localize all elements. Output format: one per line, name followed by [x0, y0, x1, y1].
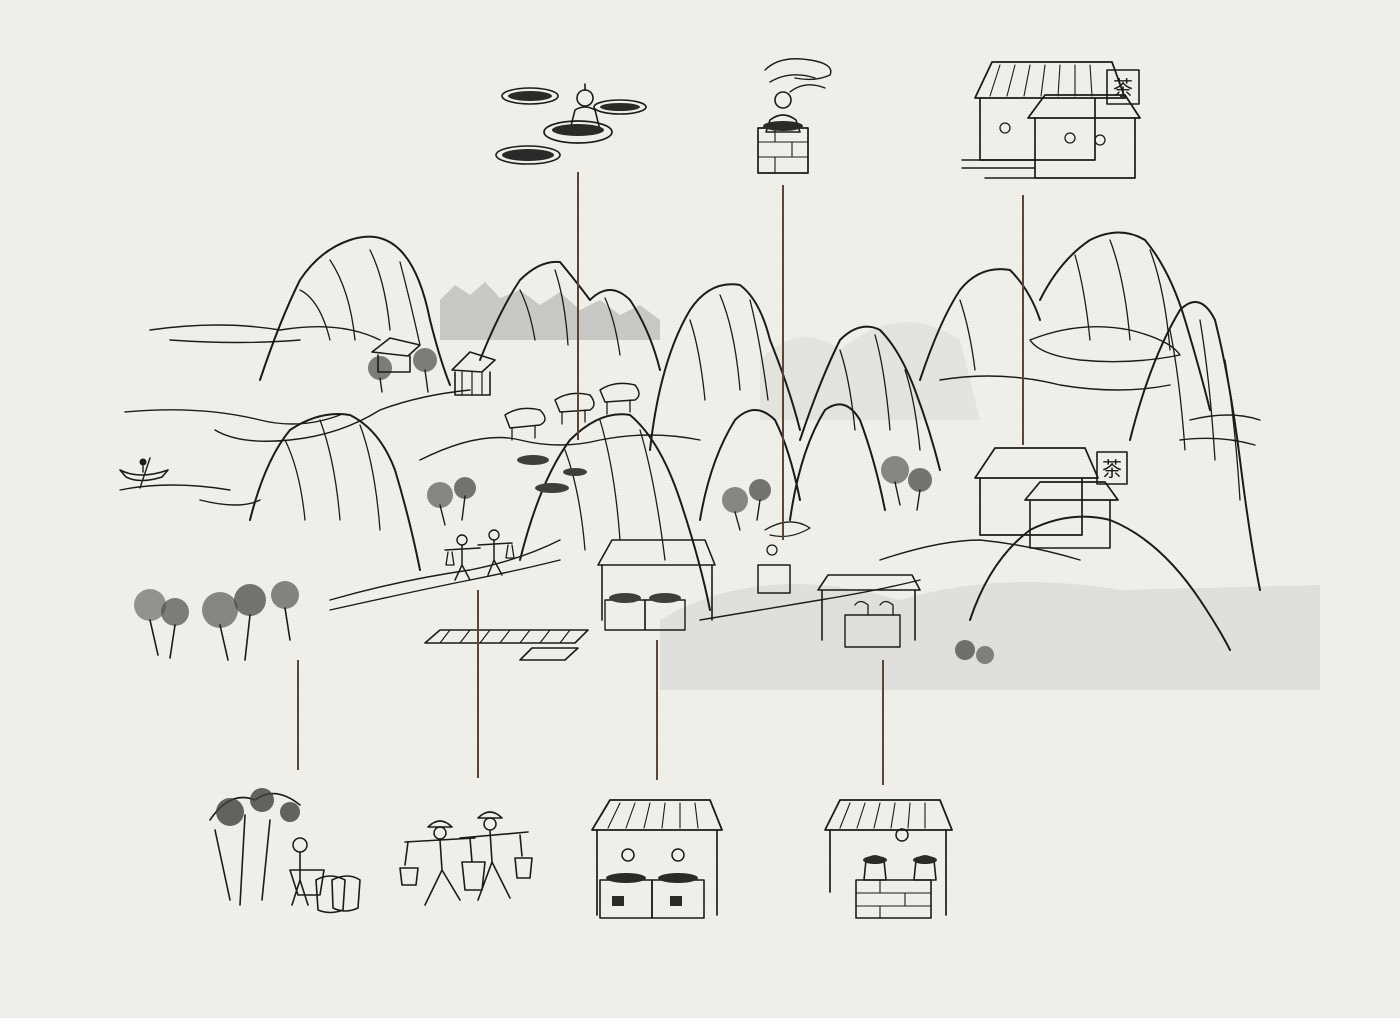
mountain [519, 413, 711, 611]
drying-trays-scene [517, 455, 587, 493]
clouds [149, 324, 1261, 446]
mountains [249, 231, 1261, 651]
tea-tree-icon [202, 581, 299, 661]
spreading-leaves-on-trays-icon [495, 83, 647, 165]
tea-house-scene: 茶 [974, 447, 1128, 549]
mountain [1039, 231, 1211, 411]
distant-ridge [440, 282, 660, 340]
tea-tree-icon [955, 640, 994, 664]
river [119, 389, 561, 601]
mountain [249, 413, 421, 571]
mountain [789, 403, 886, 521]
mountain [699, 409, 801, 521]
oxen-team [504, 382, 640, 441]
fishing-boat-icon [119, 457, 169, 489]
tea-sign-text-icon: 茶 [1113, 76, 1133, 100]
mountain [799, 325, 941, 471]
mountain [259, 235, 451, 386]
steaming-stove-scene [757, 521, 811, 594]
steaming-stove-icon [757, 58, 832, 174]
tea-bushes [134, 348, 994, 664]
tea-tree-icon [368, 348, 437, 393]
village-huts [371, 337, 496, 396]
tea-house-icon: 茶 [961, 61, 1141, 179]
tea-tree-icon [722, 479, 771, 531]
mountain [919, 268, 1041, 381]
leader-lines [297, 172, 1024, 785]
tea-tree-icon [134, 589, 189, 659]
pan-firing-stall-scene [597, 539, 716, 631]
tea-tree-icon [881, 456, 932, 511]
drying-stall-icon [824, 799, 953, 919]
tea-tree-icon [427, 477, 476, 526]
drying-stall-scene [817, 574, 921, 648]
pan-firing-stall-icon [591, 799, 723, 919]
porters-scene [444, 529, 515, 581]
tea-picking-icon [209, 788, 361, 914]
drying-rack [424, 629, 589, 661]
mountain [479, 260, 661, 371]
mountain [1129, 301, 1261, 591]
porters-with-baskets-icon [399, 811, 533, 906]
mountain [649, 283, 801, 451]
tea-sign-text: 茶 [1102, 457, 1122, 481]
